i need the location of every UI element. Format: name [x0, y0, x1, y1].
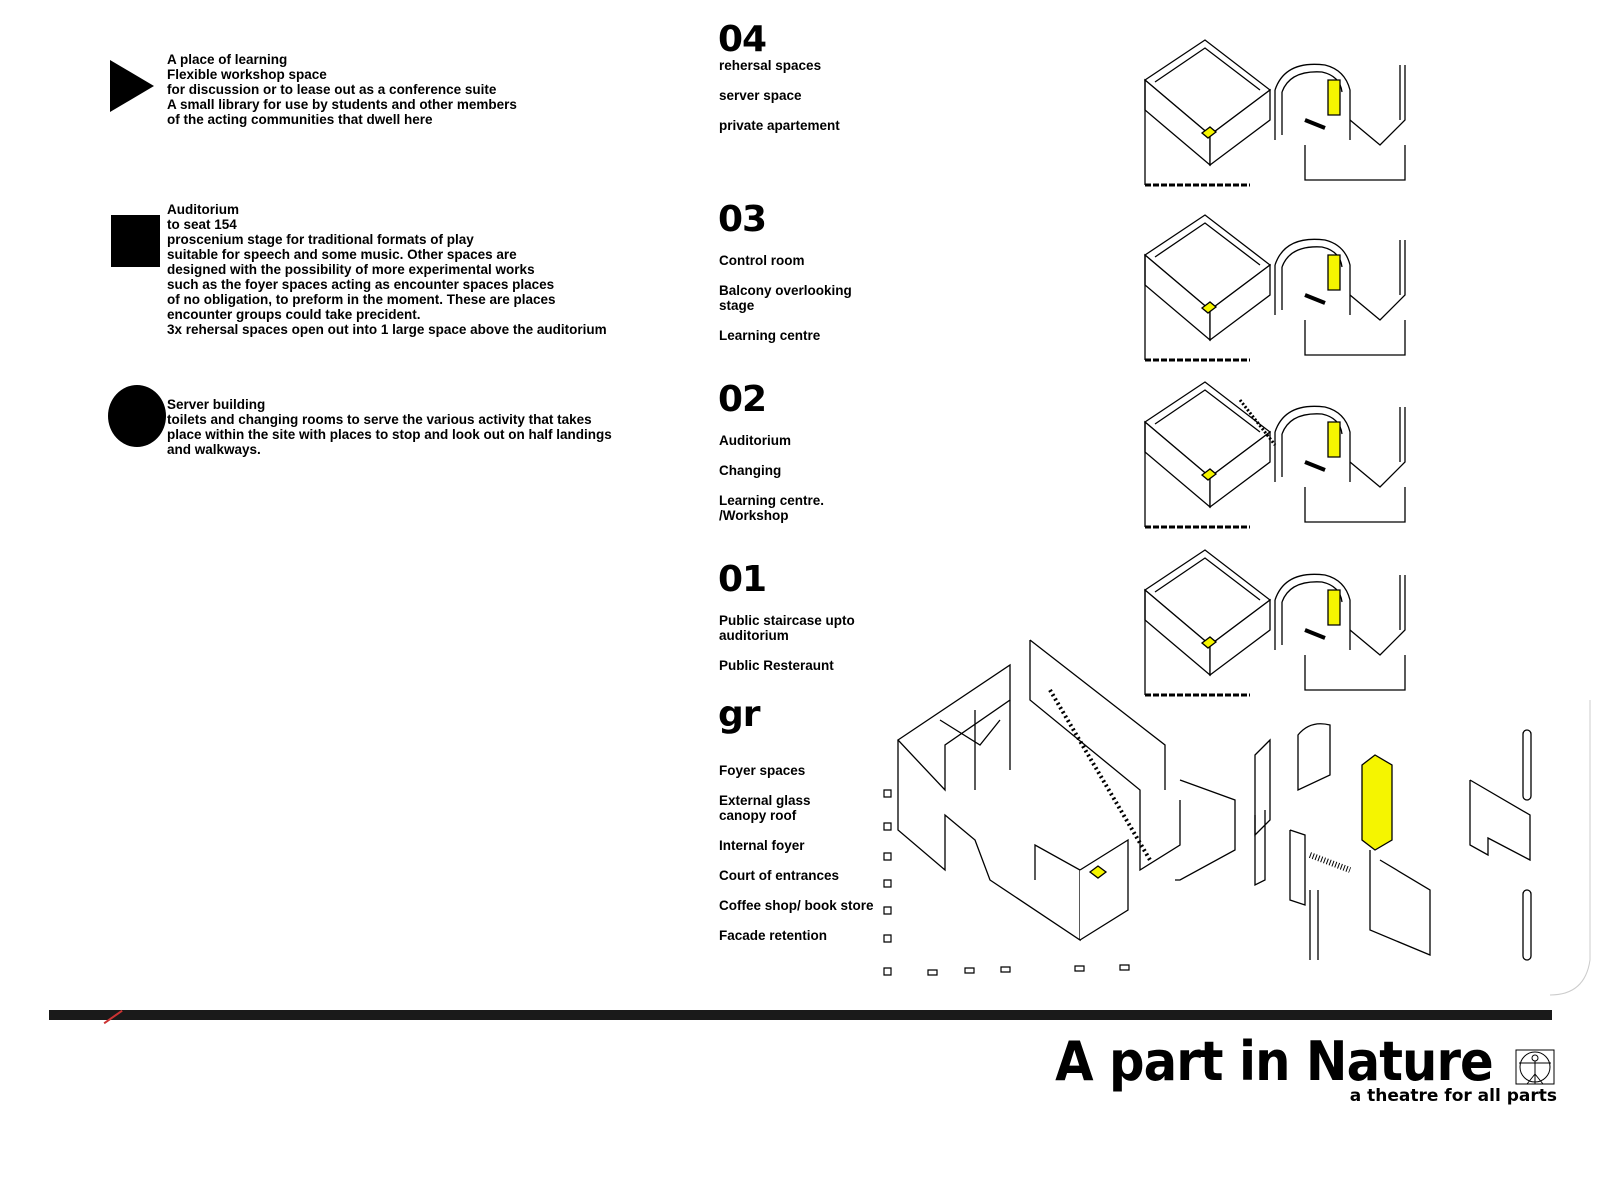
level-label: Changing — [719, 463, 782, 478]
vitruvian-man-logo — [1515, 1049, 1555, 1085]
level-label: Learning centre. /Workshop — [719, 493, 825, 523]
triangle-icon — [110, 60, 154, 112]
circle-icon — [108, 385, 166, 447]
level-03-drawing — [1143, 213, 1407, 362]
level-label: Balcony overlooking stage — [719, 283, 852, 313]
level-04-drawing — [1143, 38, 1407, 187]
legend-server-text: Server building toilets and changing roo… — [167, 397, 612, 457]
level-02-heading: 02 — [718, 379, 767, 420]
level-label: Foyer spaces — [719, 763, 806, 778]
level-label: Control room — [719, 253, 805, 268]
project-title: A part in Nature — [1055, 1030, 1494, 1093]
level-label: Coffee shop/ book store — [719, 898, 874, 913]
isometric-drawings — [0, 38, 1600, 1000]
divider-bar — [49, 1010, 1552, 1020]
level-gr-heading: gr — [718, 694, 761, 735]
level-label: private apartement — [719, 118, 840, 133]
level-label: Public Resteraunt — [719, 658, 834, 673]
legend-auditorium-text: Auditorium to seat 154 proscenium stage … — [167, 202, 607, 337]
ground-floor-drawing — [884, 640, 1531, 975]
level-label: Internal foyer — [719, 838, 805, 853]
level-label: server space — [719, 88, 802, 103]
legend-learning-text: A place of learning Flexible workshop sp… — [167, 52, 517, 127]
level-03-heading: 03 — [718, 199, 767, 240]
level-02-drawing — [1143, 380, 1407, 529]
level-04-heading: 04 — [718, 19, 767, 60]
level-label: Learning centre — [719, 328, 821, 343]
level-label: Public staircase upto auditorium — [719, 613, 855, 643]
square-icon — [111, 215, 160, 267]
level-label: rehersal spaces — [719, 58, 822, 73]
level-label: External glass canopy roof — [719, 793, 811, 823]
project-subtitle: a theatre for all parts — [1349, 1086, 1557, 1106]
level-label: Auditorium — [719, 433, 791, 448]
level-label: Facade retention — [719, 928, 828, 943]
level-label: Court of entrances — [719, 868, 840, 883]
level-01-heading: 01 — [718, 559, 767, 600]
level-01-drawing — [1143, 548, 1407, 697]
